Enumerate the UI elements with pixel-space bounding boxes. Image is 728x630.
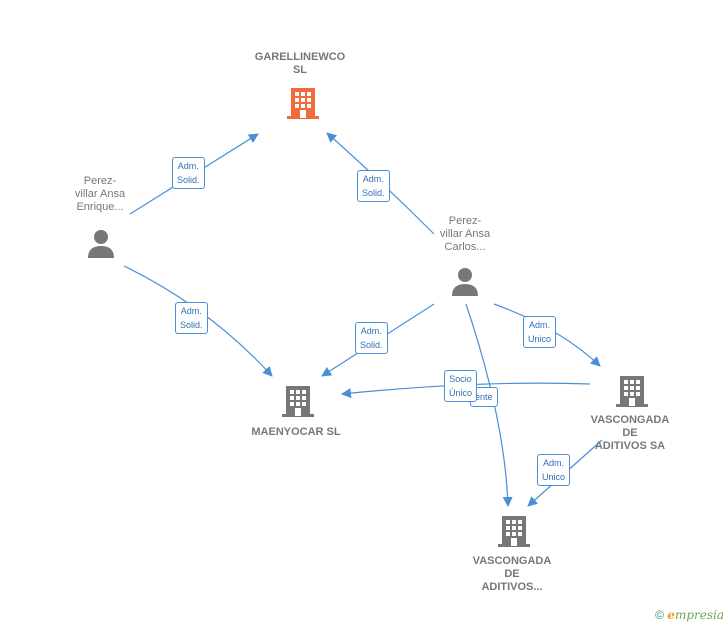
edge-label-socio-unico[interactable]: Socio Único bbox=[444, 370, 478, 402]
label-line: ADITIVOS... bbox=[481, 581, 543, 593]
node-label-vascongada-aditivos[interactable]: VASCONGADA DE ADITIVOS... bbox=[462, 555, 562, 594]
label-line: Carlos... bbox=[444, 241, 486, 253]
label-line: Enrique... bbox=[76, 201, 124, 213]
label-line: GARELLINEWCO bbox=[254, 51, 346, 63]
person-icon bbox=[452, 268, 478, 296]
edge-label-line: Adm. bbox=[543, 458, 565, 468]
label-line: VASCONGADA bbox=[472, 555, 552, 567]
building-icon bbox=[498, 516, 530, 547]
label-line: ADITIVOS SA bbox=[594, 440, 666, 452]
building-icon bbox=[616, 376, 648, 407]
copyright-icon: © bbox=[655, 608, 664, 622]
edge-label-line: Socio bbox=[449, 374, 472, 384]
label-line: villar Ansa bbox=[74, 188, 126, 200]
edge-label-line: Adm. bbox=[362, 174, 384, 184]
edge-label-line: Solid. bbox=[177, 175, 200, 185]
building-icon bbox=[282, 386, 314, 417]
node-label-maenyocar[interactable]: MAENYOCAR SL bbox=[238, 426, 354, 439]
label-line: VASCONGADA bbox=[590, 414, 670, 426]
edge-label-line: Unico bbox=[528, 334, 552, 344]
label-line: villar Ansa bbox=[439, 228, 491, 240]
edge-label-carlos-vascongada-sa[interactable]: Adm. Unico bbox=[523, 316, 557, 348]
edge-label-line: Adm. bbox=[180, 306, 202, 316]
label-line: DE bbox=[504, 568, 520, 580]
edge-label-line: Solid. bbox=[362, 188, 385, 198]
label-line: Perez- bbox=[83, 175, 117, 187]
edge-label-line: Único bbox=[449, 388, 473, 398]
edge-label-line: ente bbox=[475, 392, 493, 402]
edge-label-vascongada-sa-vascongada-2[interactable]: Adm. Unico bbox=[537, 454, 571, 486]
node-label-enrique[interactable]: Perez- villar Ansa Enrique... bbox=[58, 175, 142, 214]
footer-brand[interactable]: © empresia bbox=[655, 608, 724, 622]
edge-label-line: Unico bbox=[542, 472, 566, 482]
label-line: DE bbox=[622, 427, 638, 439]
building-icon bbox=[287, 88, 319, 119]
edge-label-line: Adm. bbox=[360, 326, 382, 336]
edge-label-carlos-maenyocar[interactable]: Adm. Solid. bbox=[355, 322, 388, 354]
edge-label-line: Solid. bbox=[360, 340, 383, 350]
node-label-carlos[interactable]: Perez- villar Ansa Carlos... bbox=[420, 215, 510, 254]
edge-label-line: Solid. bbox=[180, 320, 203, 330]
label-line: MAENYOCAR SL bbox=[251, 426, 341, 438]
brand-logo: empresia bbox=[667, 608, 724, 622]
edge-label-enrique-maenyocar[interactable]: Adm. Solid. bbox=[175, 302, 208, 334]
label-line: SL bbox=[292, 64, 308, 76]
brand-first-letter: e bbox=[667, 608, 675, 622]
edge-label-line: Adm. bbox=[177, 161, 199, 171]
label-line: Perez- bbox=[448, 215, 482, 227]
edge-carlos-vascongada-2 bbox=[465, 303, 513, 507]
person-icon bbox=[88, 230, 114, 258]
edge-label-line: Adm. bbox=[529, 320, 551, 330]
edge-label-enrique-garellinewco[interactable]: Adm. Solid. bbox=[172, 157, 205, 189]
edge-label-carlos-garellinewco[interactable]: Adm. Solid. bbox=[357, 170, 390, 202]
brand-rest: mpresia bbox=[674, 608, 724, 622]
node-label-garellinewco[interactable]: GARELLINEWCO SL bbox=[240, 51, 360, 77]
node-label-vascongada-sa[interactable]: VASCONGADA DE ADITIVOS SA bbox=[580, 414, 680, 453]
